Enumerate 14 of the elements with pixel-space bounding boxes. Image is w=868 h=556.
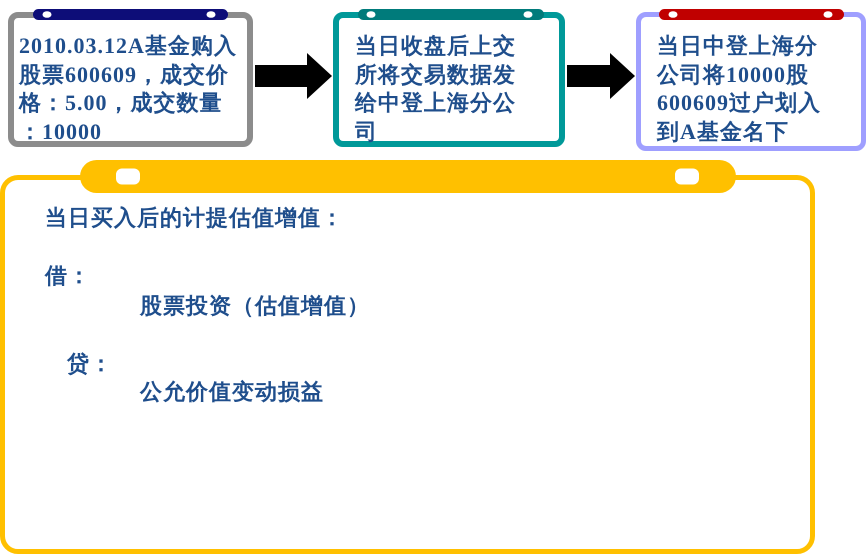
block-arrow — [255, 53, 332, 99]
block-arrow — [567, 53, 635, 99]
note-panel — [0, 175, 815, 554]
box-text: 贷： — [67, 350, 113, 378]
box-text: 当日中登上海分公司将10000股600609过户划入到A基金名下 — [657, 32, 822, 146]
box-text: 2010.03.12A基金购入股票600609，成交价格：5.00，成交数量：10000 — [19, 32, 238, 146]
process-box — [636, 12, 866, 151]
process-box — [8, 12, 253, 147]
process-box — [333, 12, 565, 147]
box-text: 公允价值变动损益 — [140, 378, 324, 406]
box-text: 借： — [45, 262, 91, 290]
box-text: 股票投资（估值增值） — [140, 292, 370, 320]
heading-text: 当日买入后的计提估值增值： — [45, 204, 344, 232]
box-text: 当日收盘后上交所将交易数据发给中登上海分公司 — [355, 32, 517, 146]
